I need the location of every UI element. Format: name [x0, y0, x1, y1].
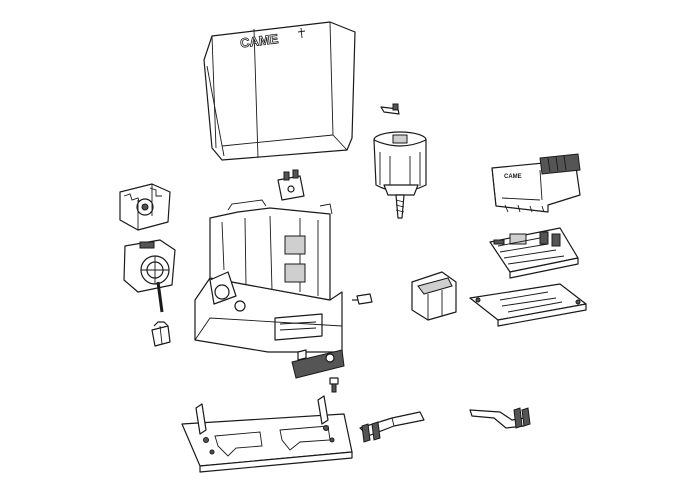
gear-icon	[119, 183, 171, 231]
control-board-logo: CAME	[504, 174, 522, 180]
control-unit-icon: CAME	[491, 153, 581, 213]
cover-logo: CAME	[239, 31, 279, 51]
electric-motor-icon	[373, 131, 427, 219]
anchor-plate-icon	[181, 395, 353, 473]
release-plate-icon	[291, 349, 345, 379]
bracket-icon	[359, 411, 425, 443]
bushing-icon	[151, 321, 171, 347]
cover-housing-icon: CAME	[203, 21, 356, 161]
pin-icon	[380, 103, 400, 115]
circuit-board-icon	[489, 227, 579, 279]
transformer-icon	[411, 271, 457, 321]
pin-icon	[352, 293, 373, 305]
reduction-gear-icon	[123, 239, 176, 313]
bracket-icon	[469, 407, 531, 429]
screw-icon	[329, 377, 339, 393]
mounting-plate-icon	[469, 283, 587, 327]
connector-icon	[277, 169, 305, 201]
gearmotor-body-icon	[194, 199, 343, 353]
